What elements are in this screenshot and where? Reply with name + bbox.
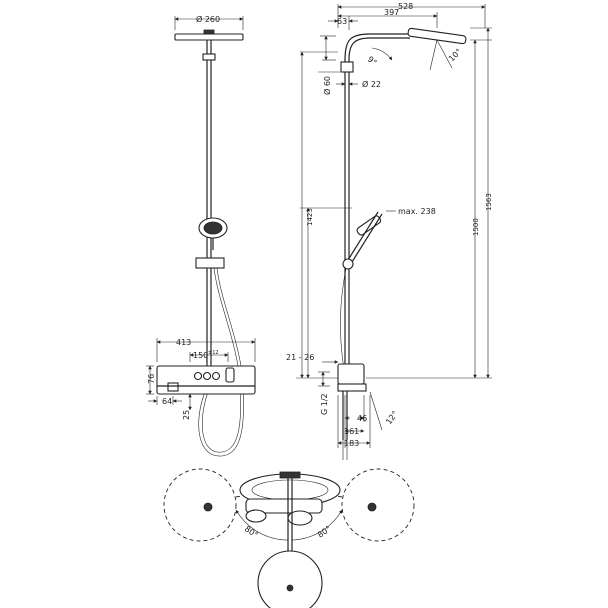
dim-center-150: 150 — [193, 351, 208, 360]
front-temperature-knob — [225, 367, 235, 383]
front-spout — [167, 382, 179, 392]
dim-angle-9: 9° — [366, 55, 379, 68]
dim-wall-63: 63 — [337, 17, 347, 26]
dim-handshower-max: max. 238 — [398, 207, 436, 216]
dim-rail-60: Ø 60 — [322, 76, 332, 95]
front-button-3 — [211, 371, 221, 381]
dim-width-413: 413 — [176, 338, 191, 347]
dim-center-tolerance: ±12 — [208, 350, 219, 356]
dim-reach-397: 397 — [384, 8, 399, 17]
top-swivel-circle-left — [163, 468, 237, 542]
dim-swivel-left: 80° — [243, 524, 260, 540]
front-pipe-holder — [202, 53, 216, 61]
dim-depth-46: 46 — [357, 414, 367, 423]
dim-height-1423: 1423 — [306, 208, 314, 226]
front-hose — [201, 267, 241, 453]
dim-swivel-right: 80° — [316, 524, 333, 540]
top-view: 80° 80° — [163, 468, 415, 608]
top-thermostat — [245, 498, 323, 514]
dim-angle-10: 10° — [447, 47, 463, 63]
dim-depth-183: 183 — [344, 439, 359, 448]
dim-head-diameter: Ø 260 — [196, 14, 220, 24]
dim-offset-64: 64 — [162, 397, 172, 406]
side-shower-arm — [344, 33, 410, 61]
top-hand-shower-circle — [257, 550, 323, 608]
dim-angle-12: 12° — [384, 409, 400, 426]
top-swivel-circle-right — [341, 468, 415, 542]
side-pipe-holder — [340, 61, 354, 73]
dim-height-76: 76 — [147, 374, 156, 384]
side-shelf — [337, 383, 367, 392]
dim-thread-g12: G 1/2 — [320, 393, 329, 415]
dim-depth-161: 161 — [344, 427, 359, 436]
side-slider — [342, 258, 354, 270]
side-hand-shower — [356, 215, 382, 236]
side-thermostat-body — [337, 363, 365, 385]
side-view: 528 397 63 9° 10° Ø 60 Ø 22 max. — [286, 2, 493, 460]
dim-height-1500: 1500 — [472, 218, 480, 236]
front-button-1 — [193, 371, 203, 381]
dim-height-1563: 1563 — [485, 193, 493, 211]
front-view: Ø 260 413 150 ±12 — [146, 14, 256, 457]
dim-wall-21-26: 21 - 26 — [286, 353, 314, 362]
front-head-connector — [203, 29, 215, 35]
front-overhead-shower — [174, 33, 244, 41]
dim-drop-25: 25 — [182, 410, 191, 420]
front-slider — [195, 257, 225, 269]
dim-reach-528: 528 — [398, 2, 413, 11]
front-button-2 — [202, 371, 212, 381]
dim-rail-22: Ø 22 — [362, 79, 381, 89]
side-overhead-shower — [407, 27, 467, 45]
